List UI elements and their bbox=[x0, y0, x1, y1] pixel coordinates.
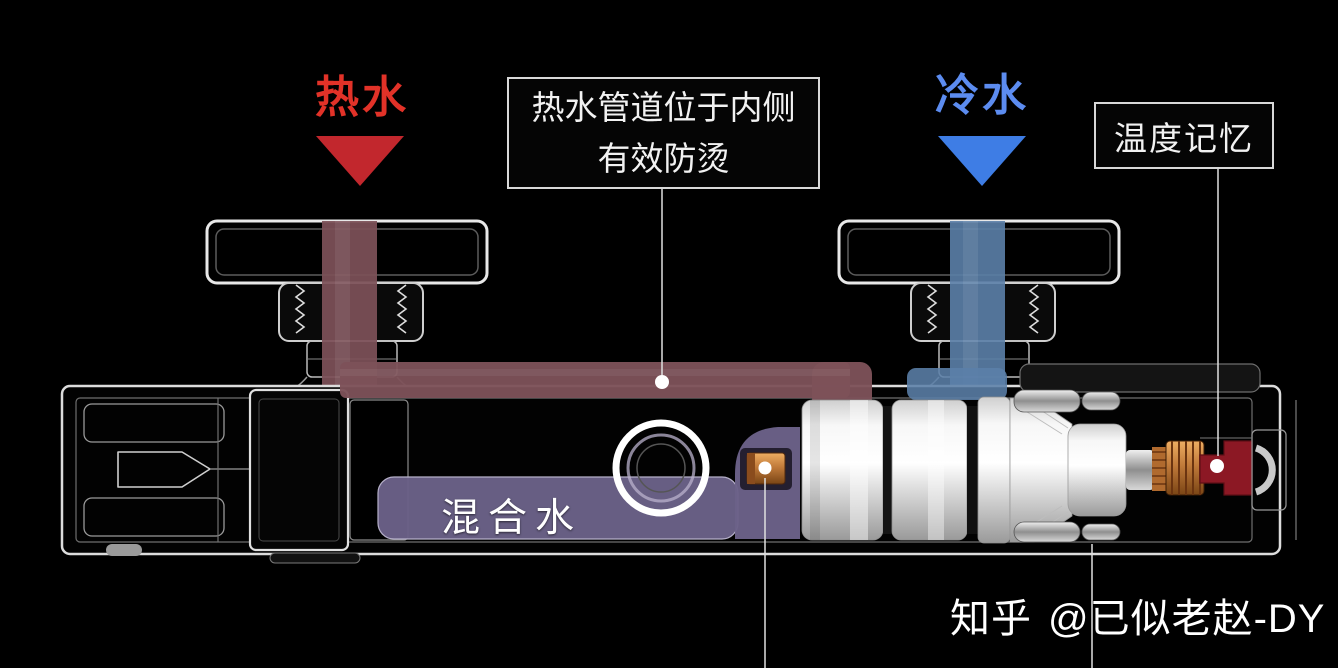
hot-thread bbox=[294, 284, 306, 334]
cold-channel-housing bbox=[1019, 363, 1261, 393]
outlet-ring bbox=[612, 419, 710, 517]
cold-water-channel bbox=[907, 368, 1007, 400]
temp-memory-callout-label: 温度记忆 bbox=[1114, 119, 1254, 157]
left-outlet-internals bbox=[83, 398, 361, 564]
callout-dot-copper-pin bbox=[758, 461, 772, 475]
temperature-memory-part bbox=[1199, 400, 1297, 540]
watermark: 知乎 @已似老赵-DY bbox=[950, 586, 1326, 644]
watermark-handle: @已似老赵-DY bbox=[1048, 597, 1326, 641]
thermostatic-cartridge bbox=[801, 389, 1154, 544]
hot-water-label: 热水 bbox=[315, 73, 409, 122]
clamp-screw-top bbox=[1013, 389, 1081, 413]
callout-dot-hot-pipe bbox=[655, 375, 669, 389]
clamp-screw-bottom bbox=[1013, 521, 1081, 543]
callout-dot-temp-memory bbox=[1210, 459, 1224, 473]
watermark-brand: 知乎 bbox=[950, 597, 1032, 641]
retainer-clip bbox=[1254, 444, 1276, 496]
cold-water-label: 冷水 bbox=[935, 71, 1029, 120]
cold-water-pipe-vertical bbox=[950, 221, 1005, 397]
hot-pipe-callout-box: 热水管道位于内侧 有效防烫 bbox=[507, 77, 820, 189]
hot-water-channel bbox=[340, 362, 872, 410]
mixed-water-label: 混合水 bbox=[441, 497, 583, 540]
cold-thread bbox=[926, 284, 938, 334]
leader-lines bbox=[661, 169, 1219, 668]
cartridge-gear bbox=[1152, 440, 1205, 496]
cold-arrow-down-icon bbox=[938, 136, 1026, 186]
cartridge-cone bbox=[1009, 397, 1073, 543]
center-block bbox=[248, 388, 350, 552]
diverter-cone bbox=[117, 451, 211, 488]
hot-arrow-down-icon bbox=[316, 136, 404, 186]
hot-pipe-callout-line2: 有效防烫 bbox=[597, 140, 730, 177]
hot-pipe-callout-line1: 热水管道位于内侧 bbox=[531, 88, 796, 126]
temp-memory-callout-box: 温度记忆 bbox=[1094, 102, 1274, 169]
cartridge-cap bbox=[1067, 423, 1127, 517]
